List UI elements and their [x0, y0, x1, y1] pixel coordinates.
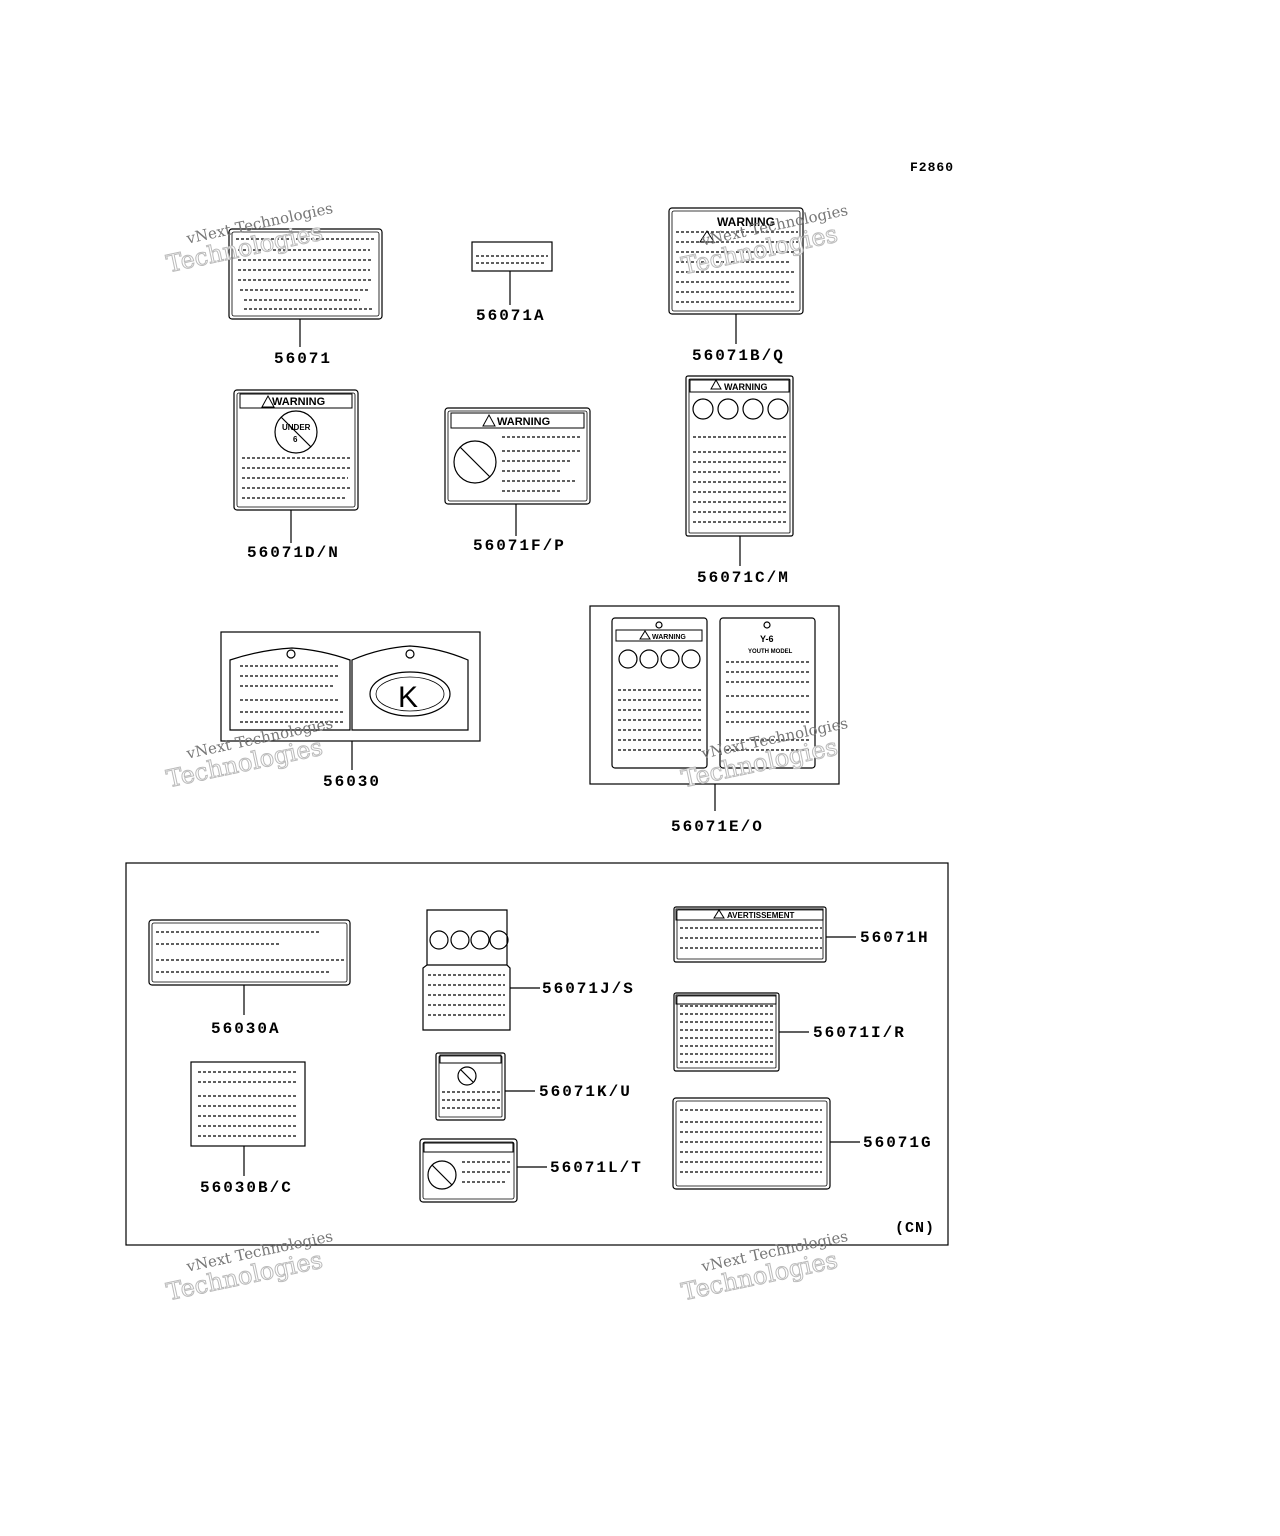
decal-56071FP[interactable]: [444, 407, 591, 536]
part-label-56071[interactable]: 56071: [274, 350, 333, 368]
part-label-56071G[interactable]: 56071G: [863, 1134, 933, 1152]
part-label-56071BQ[interactable]: 56071B/Q: [692, 347, 785, 365]
decal-56071G[interactable]: [672, 1097, 860, 1190]
part-label-56030[interactable]: 56030: [323, 773, 382, 791]
part-label-56071IR[interactable]: 56071I/R: [813, 1024, 906, 1042]
decal-56071JS[interactable]: [422, 909, 540, 1031]
decal-56071KU[interactable]: [435, 1052, 535, 1121]
part-label-56071DN[interactable]: 56071D/N: [247, 544, 340, 562]
warning-text-cm: WARNING: [724, 382, 768, 392]
warning-text-eo: WARNING: [652, 634, 686, 641]
under-num: 6: [293, 435, 298, 444]
part-label-56071JS[interactable]: 56071J/S: [542, 980, 635, 998]
region-label: (CN): [895, 1220, 936, 1237]
part-label-56030A[interactable]: 56030A: [211, 1020, 281, 1038]
decal-56030BC[interactable]: [190, 1061, 306, 1176]
part-label-56071A[interactable]: 56071A: [476, 307, 546, 325]
youth-model-text: Y-6: [760, 634, 774, 644]
part-label-56071CM[interactable]: 56071C/M: [697, 569, 790, 587]
part-label-56071LT[interactable]: 56071L/T: [550, 1159, 643, 1177]
warning-text-dn: WARNING: [272, 396, 325, 408]
decal-56071DN[interactable]: [233, 389, 359, 543]
figure-code: F2860: [910, 160, 955, 175]
part-label-56071EO[interactable]: 56071E/O: [671, 818, 764, 836]
part-label-56071KU[interactable]: 56071K/U: [539, 1083, 632, 1101]
part-label-56071FP[interactable]: 56071F/P: [473, 537, 566, 555]
warning-text-fp: WARNING: [497, 416, 550, 428]
decal-56071BQ[interactable]: [668, 207, 804, 344]
decal-56071CM[interactable]: [685, 375, 794, 566]
decal-56030A[interactable]: [148, 919, 351, 1015]
decal-56071IR[interactable]: [673, 992, 809, 1072]
warning-text-bq: WARNING: [717, 215, 775, 229]
tag-set-56030[interactable]: [220, 631, 481, 770]
part-label-56030BC[interactable]: 56030B/C: [200, 1179, 293, 1197]
decal-56071A[interactable]: [471, 241, 553, 305]
youth-sub-text: YOUTH MODEL: [748, 649, 793, 655]
part-label-56071H[interactable]: 56071H: [860, 929, 930, 947]
decal-56071[interactable]: [228, 228, 383, 347]
cn-region-box: [125, 862, 949, 1246]
under-text: UNDER: [282, 423, 311, 432]
decal-56071H[interactable]: [673, 906, 856, 963]
kymco-logo-mark: K: [398, 681, 418, 714]
avert-text-h: AVERTISSEMENT: [727, 911, 795, 920]
tag-set-56071EO[interactable]: [589, 605, 840, 811]
decal-56071LT[interactable]: [419, 1138, 547, 1203]
